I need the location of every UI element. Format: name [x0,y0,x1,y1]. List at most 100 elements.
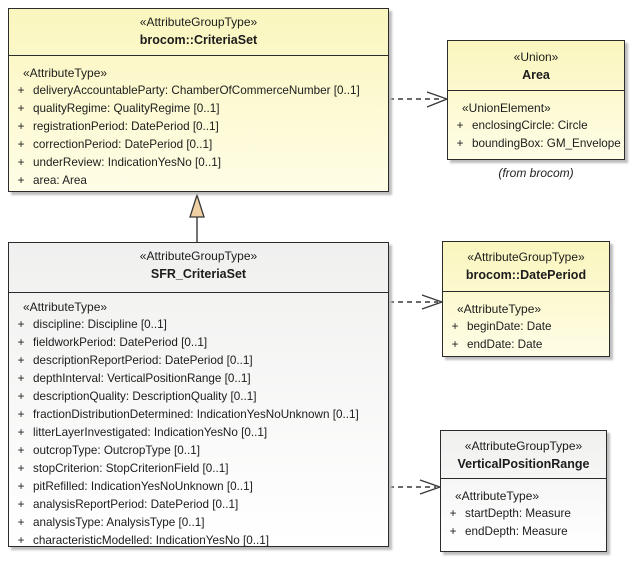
attribute-text: endDate: Date [467,338,543,351]
class-stereotype: «AttributeGroupType» [139,249,258,263]
compartment-stereotype: «AttributeType» [455,489,540,503]
attribute-row: + fieldworkPeriod: DatePeriod [0..1] [9,334,388,352]
visibility-symbol: + [449,507,457,520]
visibility-symbol: + [451,338,459,351]
attribute-text: stopCriterion: StopCriterionField [0..1] [33,462,229,475]
attribute-row: + underReview: IndicationYesNo [0..1] [9,154,388,172]
attribute-row: + descriptionReportPeriod: DatePeriod [0.… [9,352,388,370]
attribute-text: startDepth: Measure [465,507,571,520]
attribute-row: +pitRefilled: IndicationYesNoUnknown [0.… [9,478,388,496]
attributes-compartment: «AttributeType» + beginDate: Date + endDat… [443,292,609,354]
class-header: «AttributeGroupType» VerticalPositionRan… [441,431,606,479]
attribute-row: +deliveryAccountableParty: ChamberOfComm… [9,82,388,100]
attribute-row: +area: Area [9,172,388,190]
attributes-compartment: «AttributeType» + discipline: Discipline … [9,293,388,550]
class-box-brocom-dateperiod[interactable]: «AttributeGroupType» brocom::DatePeriod … [442,241,610,357]
visibility-symbol: + [17,354,25,367]
attribute-text: outcropType: OutcropType [0..1] [33,444,200,457]
visibility-symbol: + [17,444,25,457]
attribute-text: underReview: IndicationYesNo [0..1] [33,156,221,169]
attributes-compartment: «AttributeType» + startDepth: Measure + en… [441,479,606,541]
visibility-symbol: + [17,174,25,187]
visibility-symbol: + [451,320,459,333]
attribute-text: endDepth: Measure [465,525,568,538]
compartment-stereotype: «AttributeType» [23,300,108,314]
visibility-symbol: + [17,156,25,169]
class-name: Area [522,68,550,82]
attribute-text: descriptionQuality: DescriptionQuality [… [33,390,257,403]
attribute-text: depthInterval: VerticalPositionRange [0.… [33,372,251,385]
visibility-symbol: + [456,137,464,150]
attribute-text: enclosingCircle: Circle [472,119,588,132]
attribute-text: qualityRegime: QualityRegime [0..1] [33,102,220,115]
attribute-text: fractionDistributionDetermined: Indicati… [33,408,359,421]
class-box-brocom-criteriaset[interactable]: «AttributeGroupType» brocom::CriteriaSet… [8,8,389,192]
attribute-text: descriptionReportPeriod: DatePeriod [0..… [33,354,253,367]
class-box-sfr-criteriaset[interactable]: «AttributeGroupType» SFR_CriteriaSet «At… [8,242,389,547]
visibility-symbol: + [17,534,25,547]
compartment-stereotype: «AttributeType» [23,66,108,80]
attributes-compartment: «AttributeType» +deliveryAccountablePart… [9,56,388,190]
compartment-stereotype: «AttributeType» [457,302,542,316]
attribute-row: +boundingBox: GM_Envelope [448,135,624,153]
visibility-symbol: + [17,462,25,475]
attribute-text: registrationPeriod: DatePeriod [0..1] [33,120,219,133]
attribute-text: fieldworkPeriod: DatePeriod [0..1] [33,336,208,349]
attribute-row: + outcropType: OutcropType [0..1] [9,442,388,460]
generalization-arrow-sfr-to-criteriaset[interactable] [189,192,205,242]
package-origin-caption: (from brocom) [498,166,574,180]
visibility-symbol: + [17,102,25,115]
attribute-row: + depthInterval: VerticalPositionRange [0… [9,370,388,388]
visibility-symbol: + [17,372,25,385]
visibility-symbol: + [17,390,25,403]
class-box-area-union[interactable]: «Union» Area «UnionElement» +enclosingCi… [447,40,625,160]
visibility-symbol: + [17,120,25,133]
attribute-row: + litterLayerInvestigated: IndicationYesN… [9,424,388,442]
class-header: «AttributeGroupType» brocom::DatePeriod [443,242,609,292]
class-header: «AttributeGroupType» brocom::CriteriaSet [9,9,388,56]
attribute-text: beginDate: Date [467,320,552,333]
attribute-row: + qualityRegime: QualityRegime [0..1] [9,100,388,118]
class-name: SFR_CriteriaSet [150,267,247,281]
class-name: brocom::CriteriaSet [139,33,258,47]
attribute-row: + characteristicModelled: IndicationYesNo… [9,532,388,550]
visibility-symbol: + [17,498,25,511]
attribute-row: + beginDate: Date [443,318,609,336]
class-stereotype: «Union» [513,50,559,64]
attributes-compartment: «UnionElement» +enclosingCircle: Circle … [448,91,624,153]
attribute-row: + registrationPeriod: DatePeriod [0..1] [9,118,388,136]
visibility-symbol: + [17,138,25,151]
class-box-verticalpositionrange[interactable]: «AttributeGroupType» VerticalPositionRan… [440,430,607,552]
visibility-symbol: + [17,84,25,97]
visibility-symbol: + [17,426,25,439]
dependency-arrow-criteriaset-to-area[interactable] [389,91,449,108]
dependency-arrow-sfr-to-dateperiod[interactable] [389,294,444,310]
class-header: «Union» Area [448,41,624,91]
visibility-symbol: + [449,525,457,538]
attribute-row: + discipline: Discipline [0..1] [9,316,388,334]
dependency-arrow-sfr-to-verticalpositionrange[interactable] [389,479,442,495]
attribute-row: +fractionDistributionDetermined: Indicat… [9,406,388,424]
attribute-row: + stopCriterion: StopCriterionField [0..1… [9,460,388,478]
attribute-row: + endDate: Date [443,336,609,354]
attribute-row: +analysisReportPeriod: DatePeriod [0..1] [9,496,388,514]
visibility-symbol: + [17,336,25,349]
class-stereotype: «AttributeGroupType» [139,15,258,29]
visibility-symbol: + [17,516,25,529]
attribute-text: litterLayerInvestigated: IndicationYesNo… [33,426,268,439]
attribute-row: + startDepth: Measure [441,505,606,523]
attribute-row: + analysisType: AnalysisType [0..1] [9,514,388,532]
visibility-symbol: + [17,318,25,331]
visibility-symbol: + [17,480,25,493]
attribute-text: correctionPeriod: DatePeriod [0..1] [33,138,213,151]
attribute-text: analysisType: AnalysisType [0..1] [33,516,205,529]
class-stereotype: «AttributeGroupType» [464,439,583,453]
attribute-text: characteristicModelled: IndicationYesNo … [33,534,270,547]
class-stereotype: «AttributeGroupType» [467,250,585,264]
attribute-text: discipline: Discipline [0..1] [33,318,167,331]
attribute-row: + correctionPeriod: DatePeriod [0..1] [9,136,388,154]
attribute-row: +enclosingCircle: Circle [448,117,624,135]
class-name: brocom::DatePeriod [465,268,587,282]
attribute-row: + endDepth: Measure [441,523,606,541]
